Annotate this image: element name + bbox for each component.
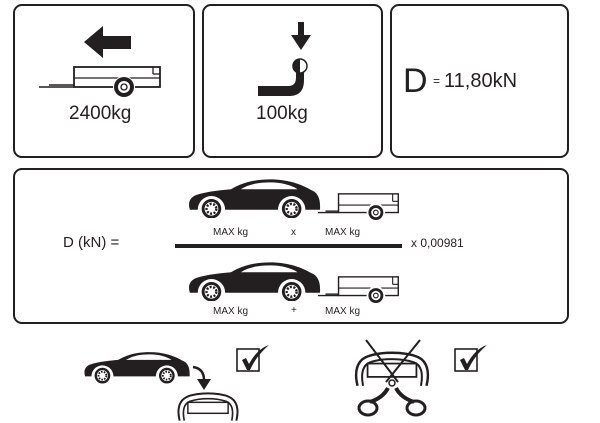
car-icon	[186, 261, 323, 301]
fraction-bar	[175, 244, 402, 248]
numerator-right-label: MAX kg	[325, 227, 361, 238]
checkbox-checked-icon[interactable]	[236, 344, 270, 372]
panel-trailer-mass: 2400kg	[13, 4, 195, 158]
denominator-right-label: MAX kg	[325, 306, 361, 317]
trailer-icon	[39, 66, 161, 98]
panel-d-value: D = 11,80kN	[390, 4, 569, 158]
car-icon	[82, 350, 192, 384]
scissors-icon	[357, 339, 427, 417]
car-icon	[186, 178, 323, 218]
formula-lhs: D (kN) =	[63, 234, 120, 251]
d-symbol: D	[403, 62, 428, 100]
checkbox-checked-icon[interactable]	[454, 344, 488, 372]
tow-hook-icon	[258, 58, 308, 96]
panel-vertical-load: 100kg	[202, 4, 383, 158]
trailer-mass-value: 2400kg	[69, 103, 132, 124]
left-arrow-icon	[84, 26, 131, 58]
bumper-icon	[176, 389, 240, 423]
vertical-load-value: 100kg	[256, 103, 308, 124]
numerator-operator: x	[291, 227, 296, 238]
formula-multiplier: x 0,00981	[411, 236, 464, 250]
d-value: 11,80kN	[444, 70, 518, 92]
curved-arrow-icon	[192, 365, 211, 390]
panel-formula: D (kN) = MAX kg x MAX kg x 0,00981 MAX k…	[13, 168, 569, 324]
trailer-icon	[318, 273, 402, 305]
d-equals: =	[433, 74, 441, 88]
denominator-left-label: MAX kg	[213, 306, 249, 317]
trailer-icon	[318, 190, 402, 222]
down-arrow-icon	[291, 22, 311, 50]
numerator-left-label: MAX kg	[213, 227, 249, 238]
denominator-operator: +	[291, 305, 297, 316]
